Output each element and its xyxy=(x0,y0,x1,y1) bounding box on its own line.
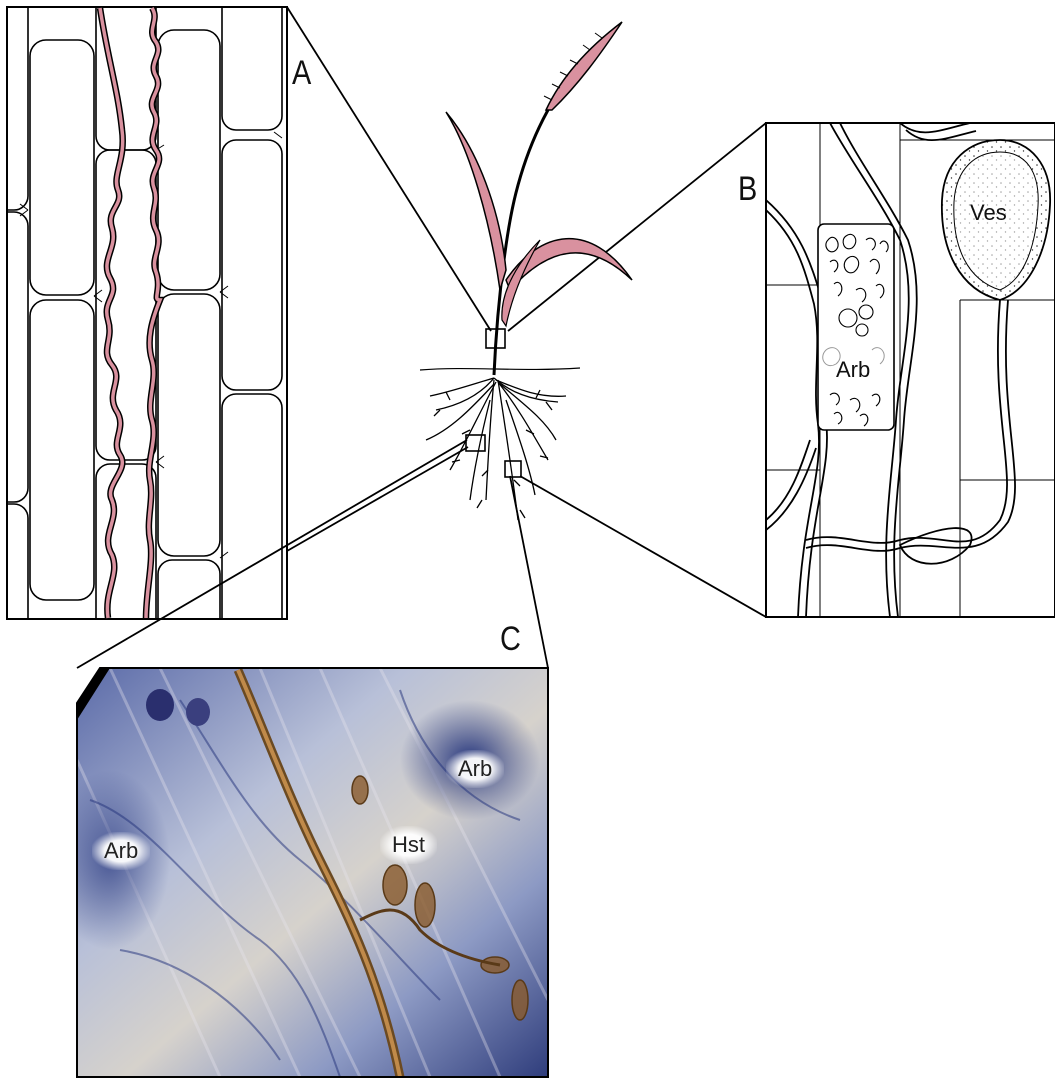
panel-a xyxy=(0,0,287,640)
leaf-upper xyxy=(446,112,506,290)
arb-label-c-left: Arb xyxy=(92,832,150,870)
plant-roots xyxy=(426,378,566,520)
zoom-box-c xyxy=(466,435,485,451)
arb-label-b: Arb xyxy=(836,357,870,382)
panel-c xyxy=(50,668,548,1077)
panel-a-letter: A xyxy=(292,54,311,93)
plant-illustration xyxy=(420,22,632,520)
zoom-box-b xyxy=(505,461,521,477)
panel-b: Arb Ves xyxy=(766,123,1055,617)
soil-line xyxy=(420,368,580,370)
arb-label-c-right: Arb xyxy=(446,750,504,788)
panel-b-letter: B xyxy=(738,170,757,209)
seed-head xyxy=(546,22,622,110)
ves-label: Ves xyxy=(970,200,1007,225)
hst-label: Hst xyxy=(380,826,437,864)
panel-c-letter: C xyxy=(500,620,521,659)
